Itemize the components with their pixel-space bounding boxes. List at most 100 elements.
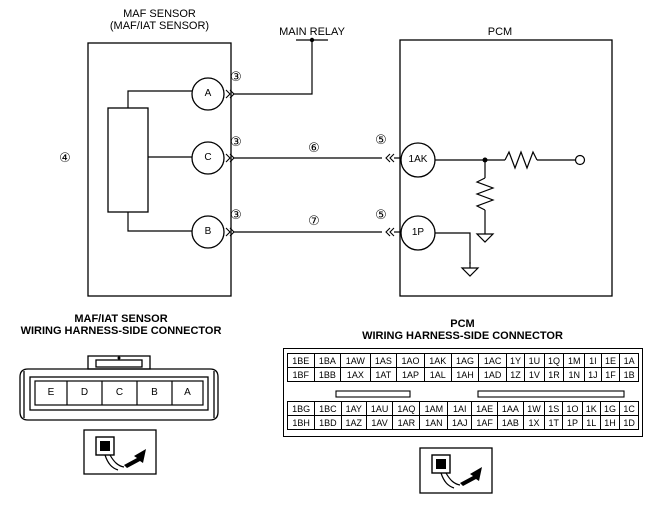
pcm-connector-pin: 1BD <box>314 415 342 430</box>
marker-b-wire: ③ <box>230 207 242 222</box>
marker-pcm-1p: ⑤ <box>375 207 387 222</box>
maf-connector-face <box>19 355 219 421</box>
pcm-connector-pin: 1AY <box>340 401 367 416</box>
pcm-connector-pin: 1M <box>563 353 586 368</box>
pcm-connector-pin: 1W <box>522 401 546 416</box>
pcm-connector-pin: 1AF <box>471 415 499 430</box>
pcm-connector-pin: 1AT <box>369 367 398 382</box>
pcm-connector-pin: 1AA <box>497 401 524 416</box>
pcm-internal-circuit <box>435 150 586 264</box>
maf-conn-pin-e: E <box>47 387 55 398</box>
marker-c-wire: ③ <box>230 134 242 149</box>
maf-plug-view-icon <box>83 429 157 475</box>
pcm-connector-pin: 1C <box>619 401 639 416</box>
pcm-connector-pin: 1G <box>599 401 621 416</box>
pcm-connector-pin: 1AC <box>478 353 507 368</box>
maf-connector-title: MAF/IAT SENSOR WIRING HARNESS-SIDE CONNE… <box>20 313 222 337</box>
pcm-connector-pin: 1B <box>619 367 639 382</box>
maf-conn-pin-c: C <box>115 387 124 398</box>
pcm-connector-pin: 1D <box>619 415 639 430</box>
maf-sensor-box <box>87 42 232 297</box>
pcm-connector-pin: 1S <box>544 401 564 416</box>
maf-pin-b-circle <box>191 215 225 249</box>
pcm-connector-pin: 1J <box>584 367 602 382</box>
pcm-connector-pin: 1Y <box>505 353 526 368</box>
pcm-connector-pin: 1V <box>524 367 545 382</box>
pcm-connector-pin: 1AQ <box>392 401 421 416</box>
pcm-connector-pin: 1AK <box>424 353 452 368</box>
pcm-connector-pin: 1A <box>619 353 639 368</box>
pcm-connector-pin: 1AN <box>419 415 449 430</box>
maf-conn-pin-b: B <box>151 387 158 398</box>
maf-pin-c-circle <box>191 141 225 175</box>
pcm-connector-pin: 1AV <box>365 415 394 430</box>
pcm-connector-pin: 1X <box>522 415 546 430</box>
maf-pin-a-circle <box>191 77 225 111</box>
pcm-connector-pin: 1AW <box>340 353 371 368</box>
pcm-connector-pin: 1AJ <box>447 415 473 430</box>
pcm-box <box>399 39 613 297</box>
maf-pin-a-label: A <box>204 88 212 99</box>
pcm-connector-pin: 1AL <box>424 367 452 382</box>
pcm-connector-pin: 1K <box>581 401 601 416</box>
pcm-connector-pin: 1AB <box>497 415 524 430</box>
pcm-connector-divider-left <box>335 390 411 398</box>
pcm-connector-pin: 1Q <box>543 353 565 368</box>
pcm-connector-pin: 1BG <box>286 401 316 416</box>
pcm-connector-pin: 1AZ <box>340 415 367 430</box>
pcm-title: PCM <box>487 26 513 38</box>
maf-sensing-element <box>107 107 149 213</box>
maf-pin-b-label: B <box>204 226 212 237</box>
pcm-connector-pin: 1R <box>543 367 565 382</box>
main-relay-label: MAIN RELAY <box>279 26 345 38</box>
pcm-connector-pin: 1AO <box>396 353 425 368</box>
pcm-connector-pin: 1AG <box>450 353 480 368</box>
pcm-connector-pin: 1BH <box>286 415 316 430</box>
maf-conn-pin-d: D <box>80 387 89 398</box>
pcm-connector-pin: 1AS <box>369 353 398 368</box>
pcm-plug-view-icon <box>419 447 493 494</box>
pcm-connector-pin: 1AE <box>471 401 499 416</box>
pcm-connector-pin: 1AR <box>392 415 421 430</box>
pcm-connector-chevrons <box>385 153 395 237</box>
pcm-connector-pin: 1BA <box>313 353 342 368</box>
pcm-connector-pin: 1AM <box>419 401 449 416</box>
marker-a-wire: ③ <box>230 69 242 84</box>
maf-conn-pin-a: A <box>184 387 191 398</box>
pcm-connector-pin: 1Z <box>505 367 526 382</box>
pcm-connector-pin: 1I <box>584 353 602 368</box>
pcm-connector-pin: 1U <box>524 353 545 368</box>
maf-pin-c-label: C <box>204 152 212 163</box>
pcm-connector-pin: 1AH <box>450 367 480 382</box>
pcm-connector-pin: 1AD <box>478 367 507 382</box>
maf-sensor-title: MAF SENSOR (MAF/IAT SENSOR) <box>109 8 210 32</box>
pcm-connector-divider-right <box>477 390 625 398</box>
pcm-connector-pin: 1BF <box>287 367 315 382</box>
pcm-connector-pin: 1BC <box>314 401 342 416</box>
maf-body-marker: ④ <box>59 150 71 165</box>
pcm-connector-pin: 1O <box>562 401 583 416</box>
pcm-connector-pin: 1AP <box>396 367 425 382</box>
pcm-connector-pin: 1BE <box>287 353 315 368</box>
pcm-connector-pin: 1BB <box>313 367 342 382</box>
pcm-connector-pin: 1N <box>563 367 586 382</box>
pcm-connector-pin: 1AU <box>365 401 394 416</box>
pcm-pin-1p-label: 1P <box>411 227 425 238</box>
pcm-connector-pin: 1AX <box>340 367 371 382</box>
wire-a-main-relay <box>234 40 313 95</box>
pcm-connector-pin: 1H <box>599 415 621 430</box>
pcm-connector-pin: 1P <box>562 415 583 430</box>
pcm-connector-pin: 1E <box>600 353 621 368</box>
pcm-connector-frame <box>283 348 643 437</box>
pcm-connector-pin: 1F <box>600 367 621 382</box>
pcm-pin-1ak-label: 1AK <box>408 154 428 165</box>
marker-c-line: ⑥ <box>308 140 320 155</box>
marker-pcm-1ak: ⑤ <box>375 132 387 147</box>
